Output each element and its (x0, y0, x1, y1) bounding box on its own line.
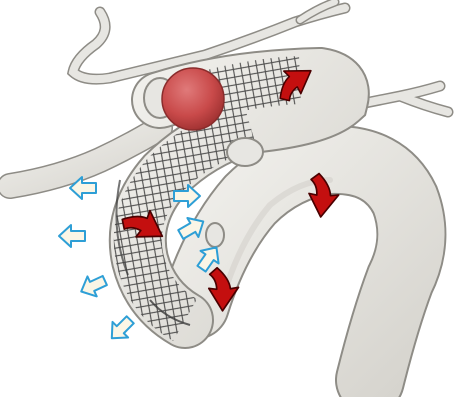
outflow-arrow-icon (59, 225, 85, 247)
aneurysm (162, 68, 224, 130)
main-vessel (195, 160, 411, 380)
outflow-arrow-icon (104, 312, 138, 346)
outflow-arrow-icon (77, 271, 110, 302)
